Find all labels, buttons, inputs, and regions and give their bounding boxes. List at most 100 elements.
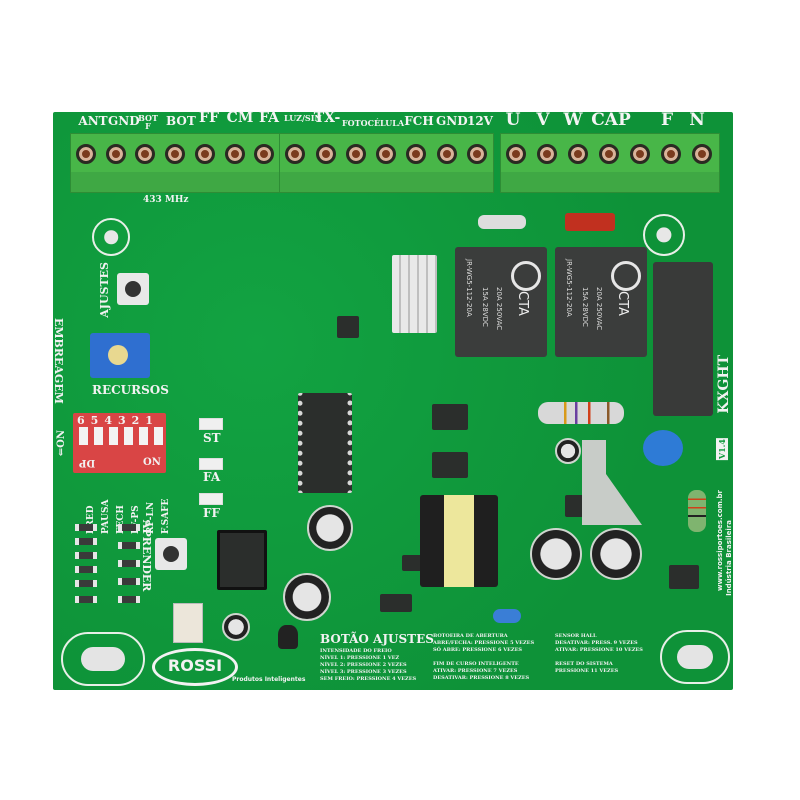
screw-terminal[interactable] [376,144,396,164]
smd-resistor [75,596,97,603]
dip-toggle-4[interactable] [109,427,118,445]
embreagem-label: EMBREAGEM [52,318,65,404]
instruction-line: BOTOEIRA DE ABERTURA [433,633,508,639]
dip-toggle-5[interactable] [94,427,103,445]
brand-tagline: Produtos Inteligentes [232,676,306,683]
dip-dp-label: DP [79,457,96,468]
relay-1: CTA 20A 250VAC 15A 28VDC JR-WG5-112-20A [455,247,547,357]
connector-header[interactable] [173,603,203,643]
aprender-label: APRENDER [140,520,153,592]
screw-terminal[interactable] [599,144,619,164]
ajustes-button[interactable] [117,273,149,305]
screw-terminal[interactable] [537,144,557,164]
smd-resistor [118,596,140,603]
screw-terminal[interactable] [506,144,526,164]
instruction-line: DESATIVAR: PRESS. 9 VEZES [555,640,638,646]
instruction-line: NÍVEL 2: PRESSIONE 2 VEZES [320,662,407,668]
terminal-label: GND [108,114,140,128]
button-cap [125,281,141,297]
terminal-label: TX- [313,110,341,126]
screw-terminal[interactable] [285,144,305,164]
diode [380,594,412,612]
on-arrow-label: ⇐ON [56,430,67,457]
terminal-label: U [505,110,521,130]
dip-toggle-3[interactable] [124,427,133,445]
screw-terminal[interactable] [437,144,457,164]
dip-toggle-1[interactable] [154,427,163,445]
instruction-line: INTENSIDADE DO FREIO [320,648,392,654]
terminal-label: FOTOCÉLULA [342,118,405,128]
recursos-label: RECURSOS [92,383,169,397]
relay-brand: CTA [515,291,530,316]
screw-terminal[interactable] [692,144,712,164]
instruction-line: NÍVEL 1: PRESSIONE 1 VEZ [320,655,400,661]
screw-terminal[interactable] [316,144,336,164]
smd-resistor [118,578,140,585]
led-fa-label: FA [203,470,221,484]
dip-switch[interactable]: 654321 DP ON [73,413,166,473]
relay-rating: 15A 28VDC [481,287,489,327]
optocoupler [432,404,468,430]
mounting-slot [61,632,145,686]
led-fa [199,458,223,470]
smd-resistor [118,560,140,567]
motor-capacitor-block [653,262,713,416]
bridge-rectifier [669,565,699,589]
frequency-label: 433 MHz [143,195,189,205]
terminal-label: LUZ/SIN [284,113,322,123]
instruction-line: SÓ ABRE: PRESSIONE 6 VEZES [433,647,523,653]
led-st-label: ST [203,431,221,445]
dip8-ic [217,530,267,590]
screw-terminal[interactable] [661,144,681,164]
screw-terminal[interactable] [106,144,126,164]
smd-resistor [118,542,140,549]
terminal-label: BOT F [138,113,158,131]
pcb-board [53,112,733,690]
screw-terminal[interactable] [630,144,650,164]
embreagem-trimpot[interactable] [90,333,150,378]
relay-brand: CTA [615,291,630,316]
screw-terminal[interactable] [346,144,366,164]
smd-resistor [75,552,97,559]
terminal-label: FCH [404,114,434,128]
electrolytic-capacitor [307,505,353,551]
screw-terminal[interactable] [406,144,426,164]
instructions-col3: SENSOR HALL DESATIVAR: PRESS. 9 VEZES AT… [555,633,643,675]
heatsink [392,255,437,333]
screw-terminal[interactable] [76,144,96,164]
smd-resistor [75,580,97,587]
terminal-label: 12V [466,114,493,128]
smd-resistor [75,566,97,573]
dip-toggle-6[interactable] [79,427,88,445]
electrolytic-capacitor [555,438,581,464]
aprender-button[interactable] [155,538,187,570]
smd-resistor [75,538,97,545]
screw-terminal[interactable] [568,144,588,164]
electrolytic-capacitor [283,573,331,621]
screw-terminal[interactable] [254,144,274,164]
relay-rating: 15A 28VDC [581,287,589,327]
relay-rating: 20A 250VAC [495,287,503,331]
screw-terminal[interactable] [467,144,487,164]
power-resistor [478,215,526,229]
mounting-slot [660,630,730,684]
dip-toggle-2[interactable] [139,427,148,445]
screw-terminal[interactable] [225,144,245,164]
origin-label: Indústria Brasileira [725,520,733,596]
instruction-line: PRESSIONE 11 VEZES [555,668,619,674]
blue-ceramic-capacitor [493,609,521,623]
instructions-col1: INTENSIDADE DO FREIO NÍVEL 1: PRESSIONE … [320,648,416,683]
screw-terminal[interactable] [165,144,185,164]
smd-resistor [75,524,97,531]
smd-resistor [118,524,140,531]
electrolytic-capacitor [590,528,642,580]
dip-function-label: F.SAFE [161,498,171,534]
terminal-label: W [563,110,583,130]
terminal-label: F [660,110,674,130]
dip-function-label: PAUSA [101,499,111,534]
transistor [278,625,298,649]
mounting-hole [643,214,685,256]
screw-terminal[interactable] [195,144,215,164]
instruction-line: ABRE/FECHA: PRESSIONE 5 VEZES [433,640,535,646]
screw-terminal[interactable] [135,144,155,164]
